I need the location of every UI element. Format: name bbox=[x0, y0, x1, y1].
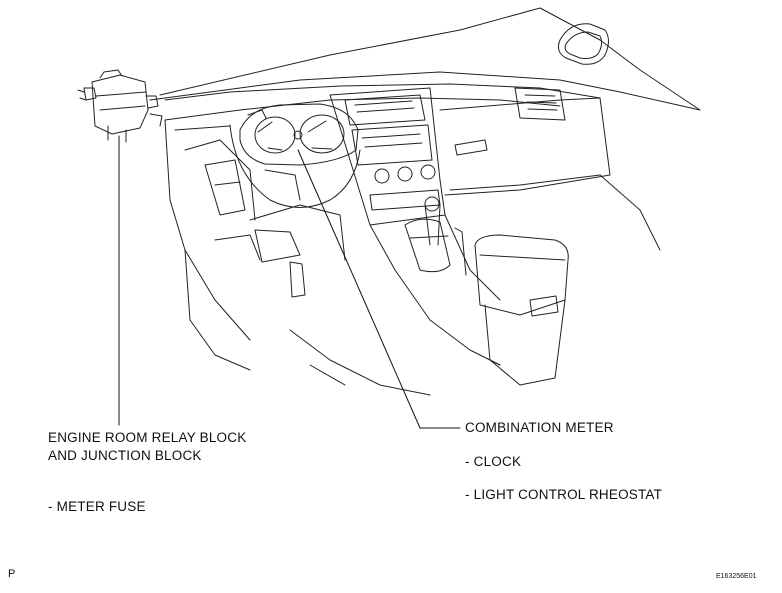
combination-meter-graphic bbox=[239, 103, 359, 166]
combination-meter-label: COMBINATION METER bbox=[465, 420, 614, 435]
armrest bbox=[474, 234, 569, 386]
floor-area bbox=[184, 174, 661, 396]
steering-wheel-outline bbox=[229, 124, 361, 208]
engine-room-relay-block-graphic bbox=[77, 69, 163, 143]
leader-line-combination-meter bbox=[297, 149, 461, 429]
meter-fuse-label: - METER FUSE bbox=[48, 499, 146, 514]
engine-room-relay-block-label-line1: ENGINE ROOM RELAY BLOCK bbox=[48, 430, 247, 445]
center-stack bbox=[329, 87, 446, 226]
engine-room-relay-block-label-line2: AND JUNCTION BLOCK bbox=[48, 448, 202, 463]
page-marker: P bbox=[8, 568, 16, 580]
figure-id: E163256E01 bbox=[716, 573, 757, 580]
clock-label: - CLOCK bbox=[465, 454, 522, 469]
side-mirror bbox=[558, 23, 609, 65]
passenger-dash bbox=[439, 97, 611, 196]
light-control-rheostat-label: - LIGHT CONTROL RHEOSTAT bbox=[465, 487, 663, 502]
center-console bbox=[369, 196, 501, 366]
windshield-outline bbox=[149, 7, 701, 111]
leader-lines bbox=[118, 135, 461, 429]
